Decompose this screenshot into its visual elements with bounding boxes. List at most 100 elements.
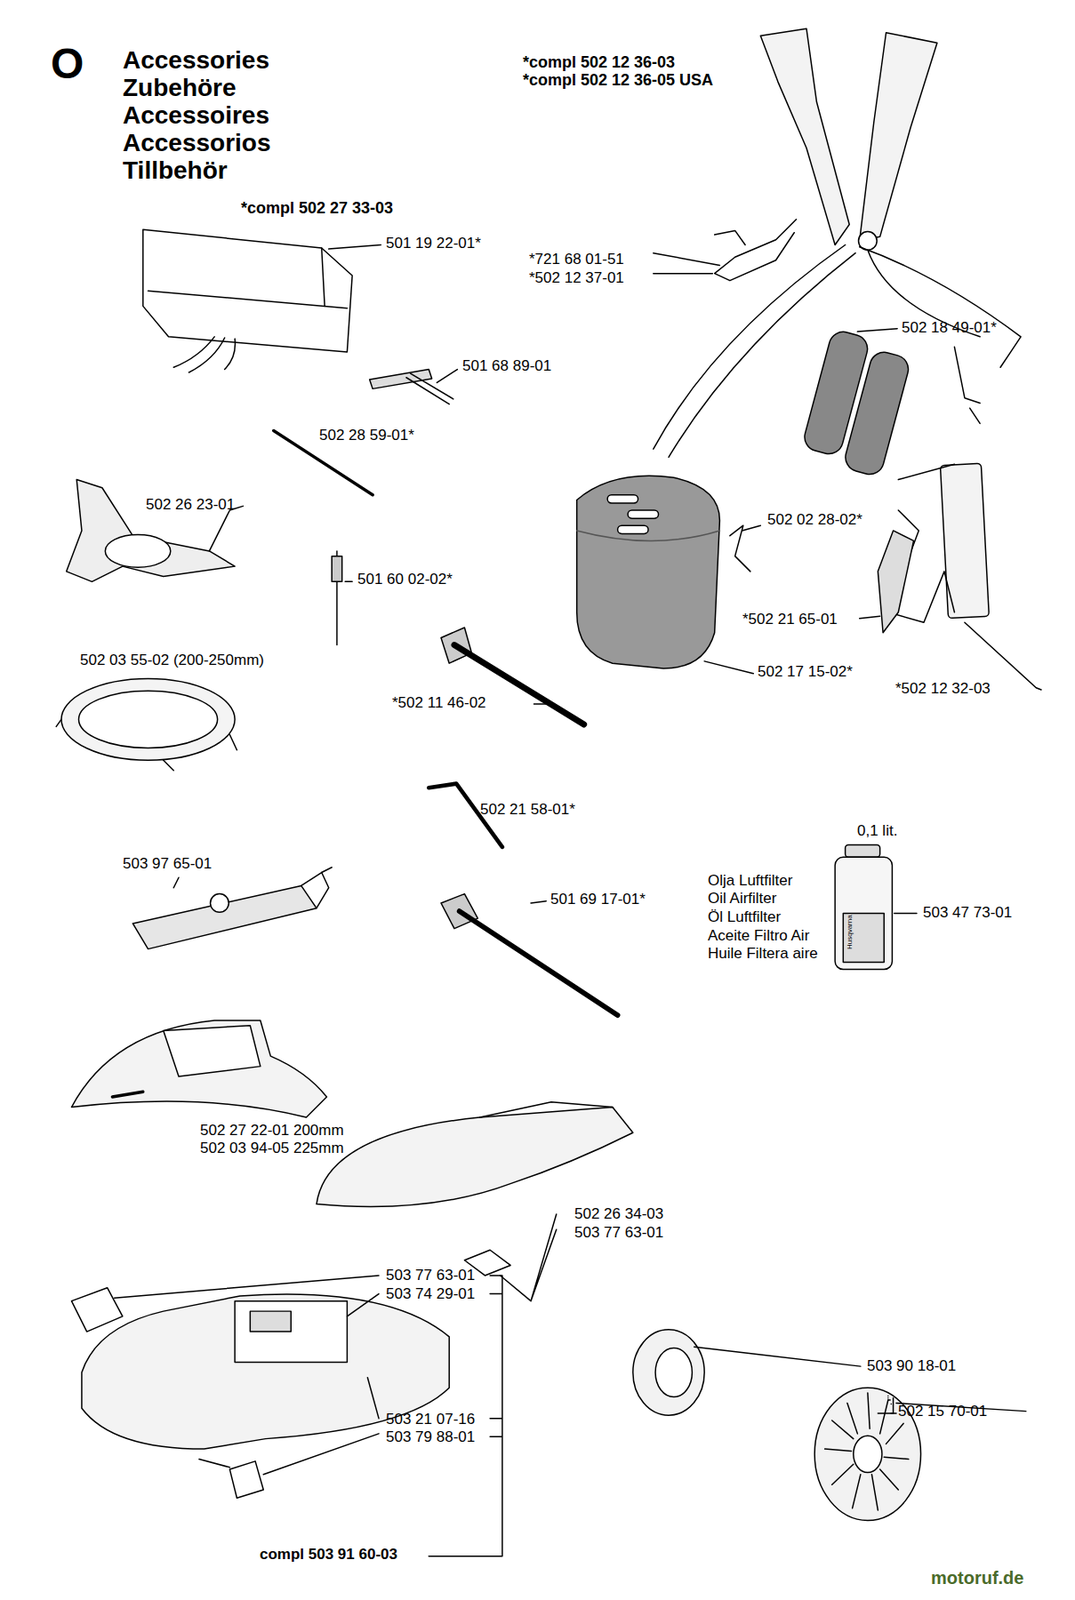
guard-ring: [56, 678, 237, 771]
drawing-stroke: [888, 1395, 894, 1414]
part-label: 501 69 17-01*: [550, 890, 646, 909]
fan-wheel: [814, 1387, 1027, 1521]
part-label: 503 21 07-16: [385, 1411, 475, 1429]
drawing-stroke: [78, 690, 217, 748]
part-label: Aceite Filtro Air: [707, 927, 810, 946]
drawing-stroke: [694, 1347, 861, 1367]
part-label: 502 18 49-01*: [901, 319, 997, 337]
drawing-stroke: [530, 901, 546, 904]
drawing-stroke: [173, 877, 179, 888]
part-label: 501 60 02-02*: [357, 570, 453, 589]
drawing-stroke: [406, 373, 454, 404]
drawing-stroke: [834, 857, 892, 970]
drawing-stroke: [56, 719, 237, 771]
part-label: 502 03 94-05 225mm: [200, 1139, 345, 1158]
part-label: 502 26 23-01: [145, 496, 235, 514]
trimmer-guard: [71, 1020, 327, 1118]
drawing-stroke: [890, 1400, 895, 1410]
drawing-stroke: [301, 873, 329, 909]
drawing-stroke: [964, 622, 1042, 690]
drawing-stroke: [939, 463, 989, 618]
drawing-stroke: [888, 1399, 891, 1401]
part-label: Olja Luftfilter: [707, 872, 793, 891]
drawing-stroke: [199, 1460, 230, 1469]
drawing-stroke: [249, 1311, 291, 1332]
drawing-stroke: [132, 885, 317, 949]
part-label: *721 68 01-51: [529, 250, 625, 269]
saw-guard: [71, 1275, 502, 1557]
drawing-stroke: [344, 581, 353, 583]
title-text: Accessories Zubehöre Accessoires Accesso…: [122, 46, 272, 185]
drawing-stroke: [633, 1330, 705, 1416]
drawing-stroke: [888, 1395, 897, 1414]
drawing-stroke: [436, 369, 458, 384]
drawing-stroke: [859, 616, 881, 618]
part-label: 502 21 58-01*: [480, 801, 576, 819]
part-label: 503 79 88-01: [385, 1428, 475, 1447]
drawing-stroke: [143, 229, 353, 353]
part-label: *compl 502 12 36-03: [522, 53, 675, 73]
drawing-stroke: [888, 1398, 894, 1413]
drawing-stroke: [459, 911, 618, 1016]
drawing-stroke: [617, 525, 649, 534]
drawing-stroke: [607, 495, 638, 504]
part-label: 503 77 63-01: [385, 1267, 475, 1285]
drawing-stroke: [210, 894, 230, 914]
part-label: 503 97 65-01: [122, 855, 212, 874]
watermark: motoruf.de: [930, 1568, 1024, 1589]
drawing-stroke: [890, 1398, 899, 1414]
drawing-stroke: [369, 369, 433, 390]
drawing-stroke: [104, 535, 170, 569]
drawing-stroke: [890, 1400, 896, 1412]
drawing-stroke: [893, 1412, 897, 1414]
drawing-stroke: [714, 230, 746, 245]
drawing-stroke: [321, 867, 332, 874]
drawing-stroke: [316, 1107, 634, 1208]
combination-wrench: [441, 894, 618, 1017]
part-label: 503 90 18-01: [866, 1357, 956, 1376]
drawing-stroke: [173, 336, 235, 373]
part-label: 0,1 lit.: [857, 822, 898, 841]
drawing-stroke: [890, 1398, 893, 1412]
drawing-stroke: [888, 1395, 893, 1412]
drawing-stroke: [234, 1301, 347, 1364]
drawing-stroke: [321, 248, 325, 306]
drawing-stroke: [888, 1395, 894, 1414]
grease-tube: [132, 867, 332, 950]
part-label: Oil Airfilter: [707, 890, 777, 908]
drawing-stroke: [148, 290, 348, 309]
part-label: 503 77 63-01: [574, 1224, 664, 1243]
part-label: 501 19 22-01*: [385, 234, 482, 253]
drawing-stroke: [845, 845, 881, 859]
pulley-wheel: [633, 1330, 861, 1416]
guard-plate: [66, 480, 244, 583]
drawing-stroke: [730, 525, 761, 572]
drawing-stroke: [825, 1393, 909, 1511]
part-label: *502 12 32-03: [895, 680, 991, 698]
drawing-stroke: [890, 1405, 894, 1418]
part-label: *502 12 37-01: [529, 269, 625, 288]
part-label: 502 28 59-01*: [319, 426, 415, 445]
drawing-stroke: [331, 556, 342, 583]
part-label: compl 503 91 60-03: [259, 1546, 398, 1565]
drawing-stroke: [890, 1398, 893, 1414]
drawing-stroke: [760, 28, 850, 245]
drawing-stroke: [627, 510, 658, 519]
part-label: Husqvarna: [845, 914, 854, 950]
tool-bag: [143, 229, 381, 373]
drawing-stroke: [842, 913, 884, 963]
drawing-stroke: [163, 1026, 261, 1077]
drawing-stroke: [888, 1395, 893, 1412]
drawing-stroke: [890, 1404, 894, 1414]
part-label: Öl Luftfilter: [707, 908, 781, 927]
drawing-stroke: [853, 1436, 883, 1473]
diagram-title: Accessories Zubehöre Accessoires Accesso…: [122, 46, 354, 185]
drawing-stroke: [500, 1214, 557, 1302]
part-label: *502 11 46-02: [392, 694, 487, 713]
drawing-stroke: [890, 1400, 895, 1414]
blade-guard: [316, 1102, 634, 1302]
drawing-stroke: [857, 328, 898, 332]
part-label: 502 27 22-01 200mm: [200, 1122, 345, 1140]
part-label: 502 03 55-02 (200-250mm): [80, 651, 265, 670]
part-label: 501 68 89-01: [462, 357, 552, 376]
